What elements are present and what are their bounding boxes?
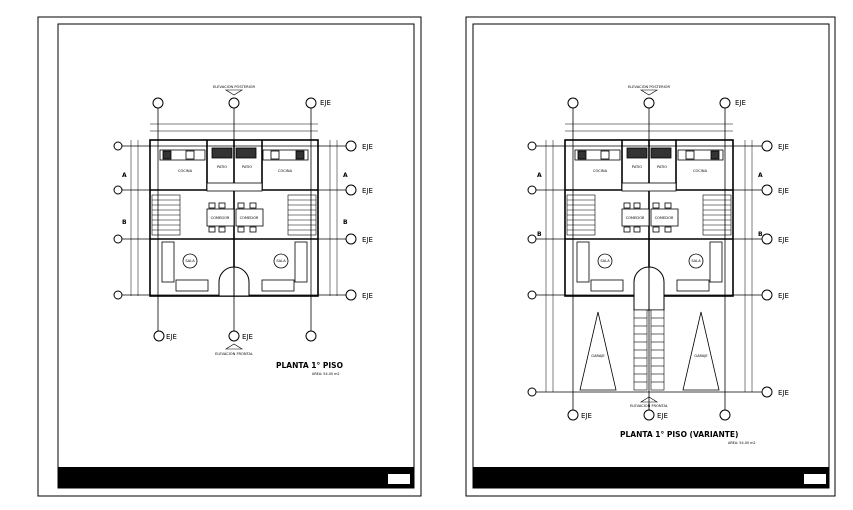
axis-label: EJE	[735, 99, 746, 107]
sheet-2-annotations: ELEVACION POSTERIOR ELEVACION FRONTAL PL…	[620, 85, 756, 445]
room-label-patio: PATIO	[657, 165, 667, 169]
sheet-2-living	[576, 241, 723, 292]
elevation-rear-label: ELEVACION POSTERIOR	[628, 85, 671, 89]
sheet-1-living	[161, 241, 308, 292]
axis-label: EJE	[362, 236, 373, 244]
room-label-sala: SALA	[691, 259, 701, 263]
sheet-1-title-block	[58, 467, 414, 488]
sheet-1-stairs	[151, 194, 317, 236]
sheet-1-title: PLANTA 1° PISO	[276, 361, 343, 370]
sheet-1-kitchen	[159, 147, 309, 192]
axis-label: EJE	[778, 236, 789, 244]
axis-label: EJE	[166, 333, 177, 341]
axis-label: EJE	[362, 143, 373, 151]
sheet-1: EJE EJE EJE EJE EJE EJE EJE	[37, 16, 422, 497]
section-mark-b: B	[122, 219, 127, 226]
sheet-1-room-labels: COCINA COCINA PATIO PATIO COMEDOR COMEDO…	[178, 165, 293, 263]
room-label-cocina: COCINA	[278, 169, 293, 173]
section-mark-b: B	[343, 219, 348, 226]
room-label-patio: PATIO	[217, 165, 227, 169]
room-label-comedor: COMEDOR	[655, 216, 674, 220]
elevation-front-label: ELEVACION FRONTAL	[215, 352, 253, 356]
axis-label: EJE	[581, 412, 592, 420]
room-label-comedor: COMEDOR	[626, 216, 645, 220]
sheet-1-annotations: ELEVACION POSTERIOR ELEVACION FRONTAL PL…	[213, 85, 343, 376]
sheet-2-stairs	[566, 194, 732, 236]
section-mark-a: A	[537, 172, 542, 179]
sheet-2-title: PLANTA 1° PISO (VARIANTE)	[620, 430, 738, 439]
sheet-1-scale-note: AREA: 54.00 m2	[312, 372, 340, 376]
room-label-sala: SALA	[185, 259, 195, 263]
room-label-comedor: COMEDOR	[240, 216, 259, 220]
sheet-2-dimensions	[545, 123, 753, 392]
sheet-1-dining	[206, 202, 264, 233]
sheet-2-driveway	[633, 309, 665, 391]
sheet-2-kitchen	[574, 147, 724, 192]
section-mark-b: B	[758, 231, 763, 238]
room-label-cocina: COCINA	[178, 169, 193, 173]
elevation-front-label: ELEVACION FRONTAL	[630, 404, 668, 408]
room-label-sala: SALA	[600, 259, 610, 263]
sheet-2-entrance	[633, 266, 665, 311]
sheet-2: EJE EJE EJE EJE EJE EJE EJE EJE	[465, 16, 836, 497]
sheet-2-garages	[579, 311, 720, 391]
axis-label: EJE	[778, 292, 789, 300]
section-mark-b: B	[537, 231, 542, 238]
sheet-1-title-box	[388, 474, 410, 484]
section-mark-a: A	[343, 172, 348, 179]
sheet-2-dining	[621, 202, 679, 233]
sheet-1-border	[37, 16, 422, 497]
sheet-2-axis-bubbles	[527, 97, 773, 421]
sheet-2-axes	[535, 108, 765, 410]
sheet-2-title-block	[473, 467, 829, 488]
axis-label: EJE	[778, 389, 789, 397]
sheet-2-room-labels: COCINA COCINA PATIO PATIO COMEDOR COMEDO…	[591, 165, 708, 358]
room-label-sala: SALA	[276, 259, 286, 263]
room-label-patio: PATIO	[632, 165, 642, 169]
sheet-1-axis-bubbles	[113, 97, 357, 342]
sheet-2-axis-labels: EJE EJE EJE EJE EJE EJE EJE EJE	[581, 99, 789, 420]
room-label-cocina: COCINA	[593, 169, 608, 173]
axis-label: EJE	[362, 187, 373, 195]
axis-label: EJE	[320, 99, 331, 107]
room-label-cocina: COCINA	[693, 169, 708, 173]
room-label-patio: PATIO	[242, 165, 252, 169]
sheet-1-dimensions	[130, 123, 338, 296]
sheet-2-title-box	[804, 474, 826, 484]
section-mark-a: A	[758, 172, 763, 179]
sheet-2-section-marks: A A B B	[537, 172, 763, 238]
sheet-1-entrance	[218, 266, 250, 297]
sheet-2-scale-note: AREA: 54.00 m2	[728, 441, 756, 445]
room-label-garaje: GARAJE	[694, 354, 708, 358]
sheet-1-axis-labels: EJE EJE EJE EJE EJE EJE EJE	[166, 99, 373, 341]
axis-label: EJE	[778, 187, 789, 195]
axis-label: EJE	[242, 333, 253, 341]
sheet-1-section-marks: A A B B	[122, 172, 348, 226]
axis-label: EJE	[362, 292, 373, 300]
section-mark-a: A	[122, 172, 127, 179]
room-label-comedor: COMEDOR	[211, 216, 230, 220]
axis-label: EJE	[778, 143, 789, 151]
axis-label: EJE	[657, 412, 668, 420]
room-label-garaje: GARAJE	[591, 354, 605, 358]
elevation-rear-label: ELEVACION POSTERIOR	[213, 85, 256, 89]
